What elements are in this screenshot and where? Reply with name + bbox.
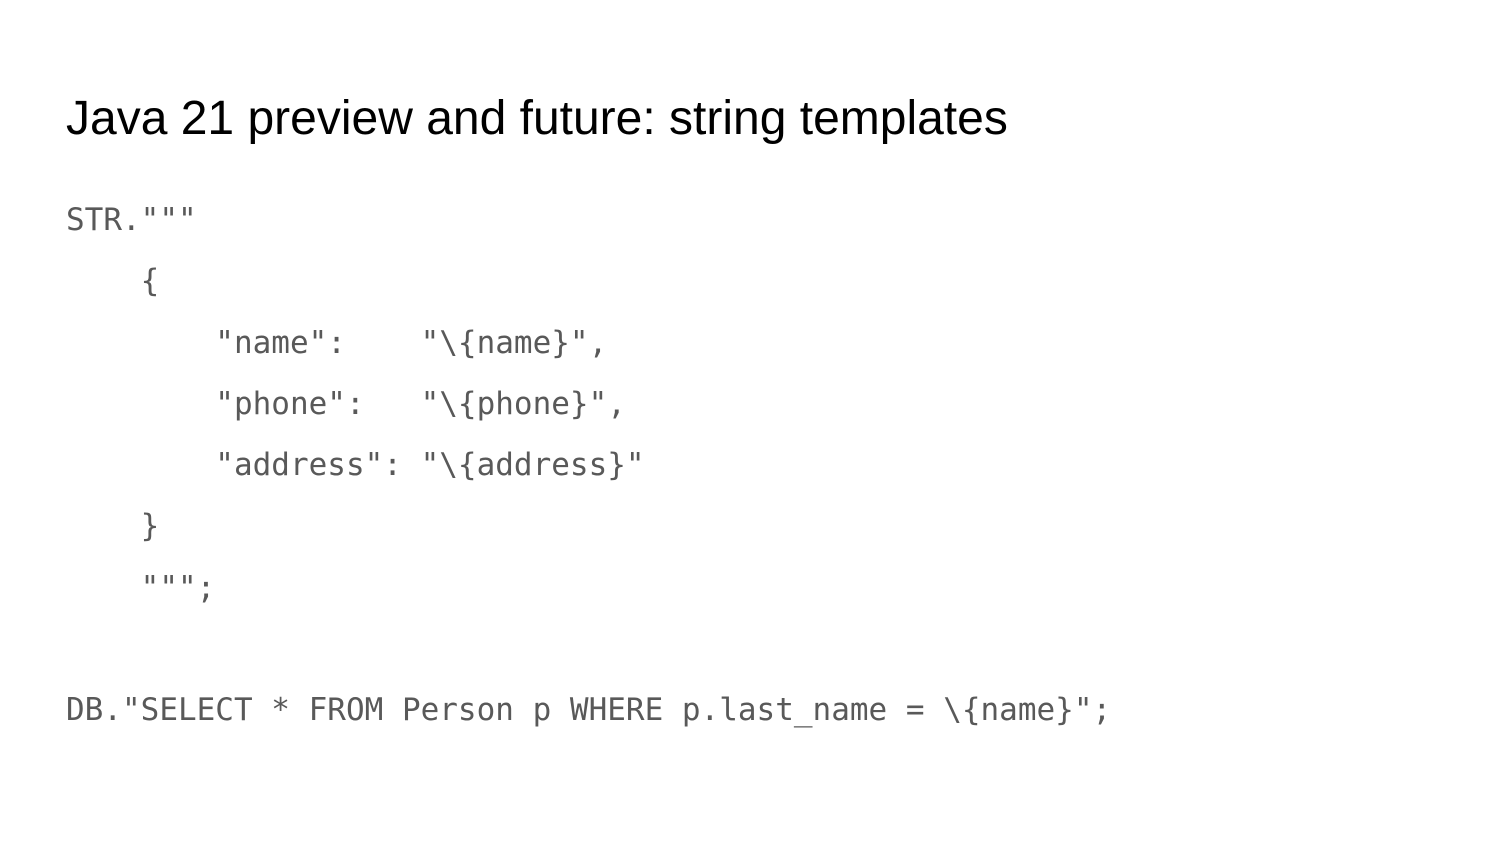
code-line: "name": "\{name}", <box>66 324 608 361</box>
code-line: """; <box>66 569 216 606</box>
code-line: "address": "\{address}" <box>66 447 645 484</box>
code-block: STR.""" { "name": "\{name}", "phone": "\… <box>66 190 1111 742</box>
code-line: "phone": "\{phone}", <box>66 385 626 422</box>
code-line: DB."SELECT * FROM Person p WHERE p.last_… <box>66 692 1112 729</box>
code-line: } <box>66 508 160 545</box>
code-line: { <box>66 263 160 300</box>
slide-title: Java 21 preview and future: string templ… <box>66 92 1008 145</box>
code-line-blank <box>66 619 1111 680</box>
code-line: STR.""" <box>66 202 197 238</box>
